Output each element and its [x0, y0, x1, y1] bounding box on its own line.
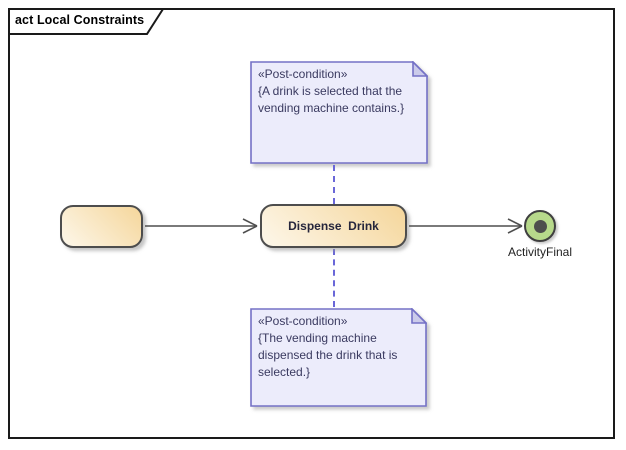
diagram-frame	[8, 8, 615, 439]
note-line: {A drink is selected that the	[258, 84, 403, 98]
action-label: Dispense Drink	[288, 219, 379, 233]
activity-final-label: ActivityFinal	[507, 245, 572, 259]
note-line: selected.}	[258, 365, 311, 379]
frame-title-tab	[8, 8, 165, 35]
note-line: vending machine contains.}	[258, 101, 405, 115]
note-post-condition-bottom[interactable]: «Post-condition» {The vending machine di…	[250, 307, 428, 407]
note-line: dispensed the drink that is	[258, 348, 398, 362]
note-body	[250, 308, 427, 407]
note-anchor-connector-bottom	[333, 249, 335, 307]
note-text: «Post-condition» {A drink is selected th…	[250, 61, 428, 164]
activity-final-node[interactable]	[524, 210, 556, 242]
note-post-condition-top[interactable]: «Post-condition» {A drink is selected th…	[250, 60, 429, 164]
note-stereotype: «Post-condition»	[258, 314, 348, 328]
note-fold-icon	[411, 307, 428, 324]
dispense-drink-action-node[interactable]: Dispense Drink	[260, 204, 407, 248]
frame-tab-shape	[8, 8, 165, 35]
note-body	[250, 61, 428, 164]
start-action-node[interactable]	[60, 205, 143, 248]
frame-title: act Local Constraints	[15, 13, 145, 27]
note-shape	[250, 307, 428, 407]
note-stereotype: «Post-condition»	[258, 67, 348, 81]
activity-final-dot-icon	[533, 219, 547, 233]
note-fold-icon	[412, 60, 429, 77]
note-line: {The vending machine	[258, 331, 377, 345]
note-text: «Post-condition» {The vending machine di…	[250, 308, 427, 407]
note-anchor-connector-top	[333, 165, 335, 204]
note-shape	[250, 60, 429, 164]
